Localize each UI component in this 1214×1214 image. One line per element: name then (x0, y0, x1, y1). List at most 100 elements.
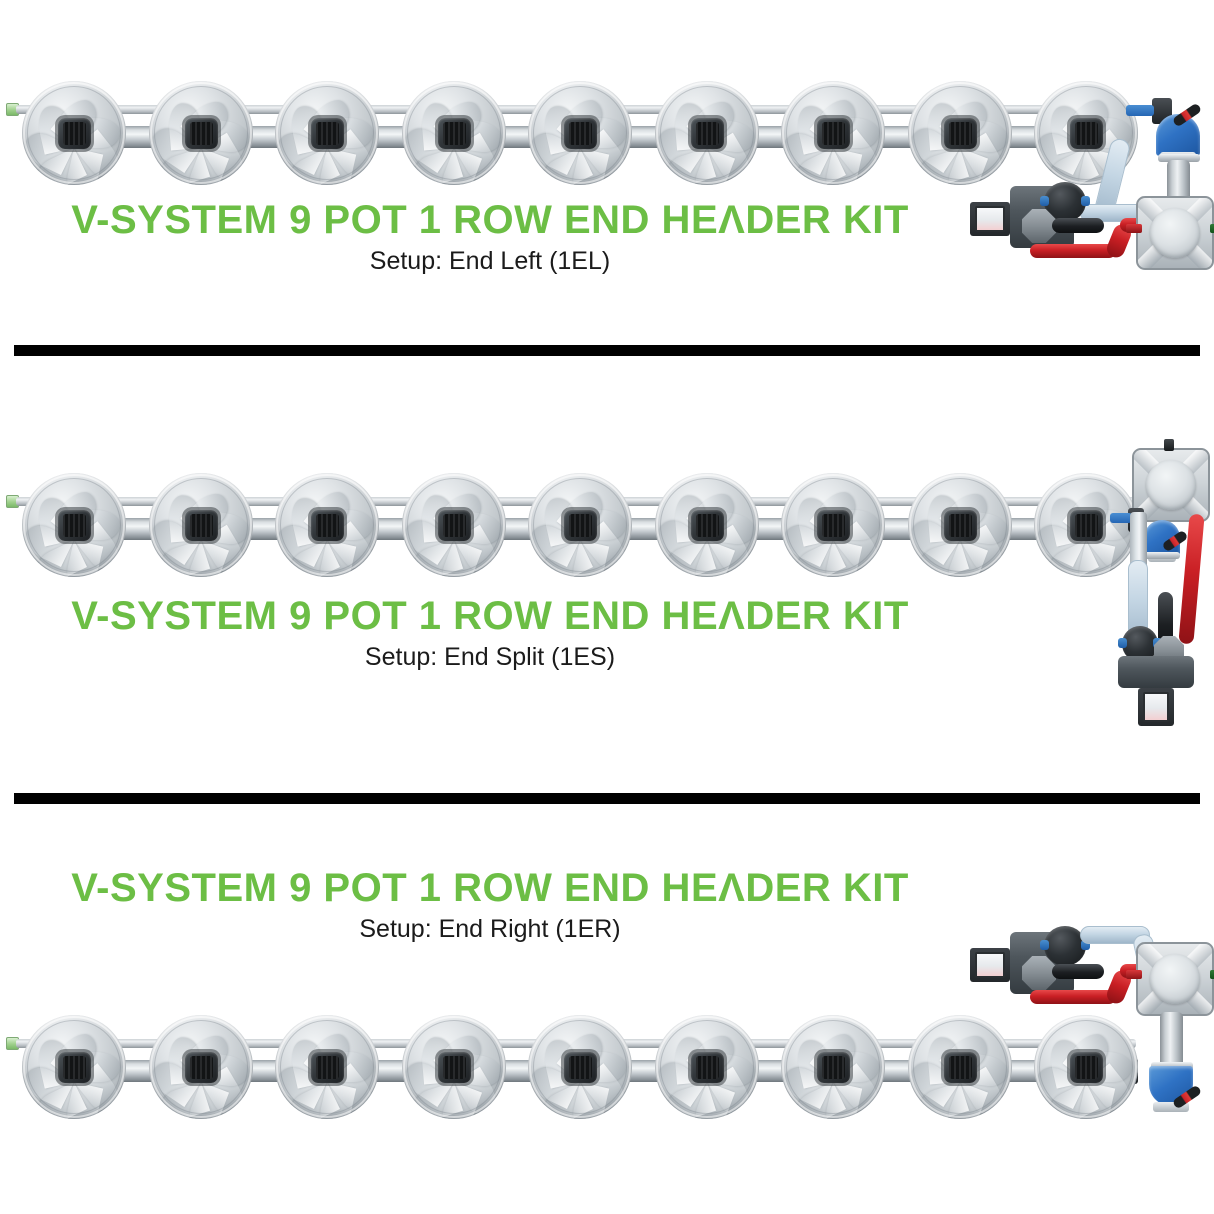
reservoir-inlet-port (1126, 970, 1142, 979)
pot-inner-rim (1039, 86, 1133, 180)
pot-hub-icon (437, 510, 471, 541)
pot-inner-rim (280, 86, 374, 180)
pot-rim (276, 1016, 378, 1118)
pot-rim (276, 82, 378, 184)
pot-rim (529, 82, 631, 184)
pot-inner-rim (153, 1020, 248, 1114)
reservoir-lid-icon (1150, 208, 1200, 258)
setup-label: Setup: End Right (1ER) (359, 915, 621, 943)
filter-unit-icon (1138, 688, 1174, 726)
pot-inner-rim (659, 86, 754, 180)
pipe-collar-icon (1158, 154, 1200, 162)
pot-hub-icon (58, 1052, 91, 1083)
pot-hub-icon (311, 118, 344, 149)
pot-inner-rim (912, 86, 1007, 180)
pot-rim (276, 474, 378, 576)
header-assembly (1100, 439, 1214, 740)
reservoir-inlet-port (1126, 224, 1142, 233)
pot-disc-icon (22, 81, 126, 185)
pot-hub-icon (817, 1052, 850, 1083)
return-hose (1030, 990, 1116, 1004)
pot-hub-icon (58, 510, 91, 541)
pot-disc-icon (1034, 1015, 1138, 1119)
pot-inner-rim (786, 478, 880, 572)
pot-disc-icon (528, 473, 632, 577)
pot-hub-icon (1070, 118, 1103, 149)
setup-label: Setup: End Left (1EL) (369, 247, 611, 275)
pot-rim (782, 474, 884, 576)
filter-window (1143, 692, 1169, 722)
pot-disc-icon (275, 1015, 379, 1119)
pot-rim (1035, 1016, 1137, 1118)
pot-inner-rim (912, 1020, 1007, 1114)
reservoir-vent-port (1164, 439, 1174, 451)
pot-inner-rim (27, 1020, 121, 1114)
pot-disc-icon (275, 81, 379, 185)
pot-inner-rim (153, 478, 248, 572)
section-divider (14, 345, 1200, 356)
pot-rim (402, 474, 505, 576)
pot-inner-rim (280, 1020, 374, 1114)
pot-inner-rim (1039, 1020, 1133, 1114)
title-block: V-SYSTEM 9 POT 1 ROW END HEΛDER KIT Setu… (0, 868, 980, 942)
pot-disc-icon (907, 81, 1012, 185)
pot-rim (149, 82, 252, 184)
pot-disc-icon (148, 473, 253, 577)
pot-inner-rim (659, 1020, 754, 1114)
pot-disc-icon (781, 81, 885, 185)
pot-inner-rim (533, 1020, 627, 1114)
pot-disc-icon (528, 81, 632, 185)
pot-disc-icon (654, 1015, 759, 1119)
setup-label: Setup: End Split (1ES) (364, 643, 616, 671)
header-assembly (960, 900, 1214, 1112)
pot-inner-rim (406, 86, 501, 180)
pot-rim (908, 1016, 1011, 1118)
black-hose (1052, 964, 1104, 979)
pot-hub-icon (943, 118, 977, 149)
pot-row (0, 78, 1180, 188)
title-block: V-SYSTEM 9 POT 1 ROW END HEΛDER KIT Setu… (0, 200, 980, 274)
pot-inner-rim (406, 1020, 501, 1114)
reservoir-lid-icon (1146, 460, 1196, 510)
pot-inner-rim (786, 1020, 880, 1114)
pot-disc-icon (275, 473, 379, 577)
title-block: V-SYSTEM 9 POT 1 ROW END HEΛDER KIT Setu… (0, 596, 980, 670)
pump-outlet-icon (1081, 940, 1090, 950)
pot-rim (23, 1016, 125, 1118)
pump-outlet-icon (1081, 196, 1090, 206)
pot-disc-icon (22, 1015, 126, 1119)
pot-disc-icon (401, 1015, 506, 1119)
pot-inner-rim (533, 478, 627, 572)
pot-hub-icon (564, 118, 597, 149)
pot-disc-icon (654, 81, 759, 185)
pot-hub-icon (184, 118, 218, 149)
panel-end-split: V-SYSTEM 9 POT 1 ROW END HEΛDER KIT Setu… (0, 368, 1214, 788)
pot-disc-icon (148, 81, 253, 185)
pot-inner-rim (912, 478, 1007, 572)
reservoir-tank-icon (1136, 196, 1214, 270)
pump-bracket (1118, 656, 1194, 688)
pot-inner-rim (533, 86, 627, 180)
pot-disc-icon (22, 473, 126, 577)
pot-row (0, 1012, 1180, 1122)
pot-hub-icon (690, 1052, 724, 1083)
pot-rim (782, 1016, 884, 1118)
pot-rim (149, 1016, 252, 1118)
panel-end-left: V-SYSTEM 9 POT 1 ROW END HEΛDER KIT Setu… (0, 0, 1214, 330)
pot-rim (402, 82, 505, 184)
pot-rim (1035, 82, 1137, 184)
pump-inlet-icon (1040, 196, 1049, 206)
pot-disc-icon (781, 473, 885, 577)
pot-inner-rim (406, 478, 501, 572)
filter-unit-icon (970, 202, 1010, 236)
pot-hub-icon (311, 510, 344, 541)
reservoir-tank-icon (1136, 942, 1214, 1016)
filter-unit-icon (970, 948, 1010, 982)
pot-hub-icon (690, 118, 724, 149)
pot-inner-rim (27, 86, 121, 180)
pot-disc-icon (781, 1015, 885, 1119)
pot-disc-icon (907, 473, 1012, 577)
pot-hub-icon (1070, 1052, 1103, 1083)
pot-rim (529, 1016, 631, 1118)
valve-icon (1022, 209, 1056, 243)
